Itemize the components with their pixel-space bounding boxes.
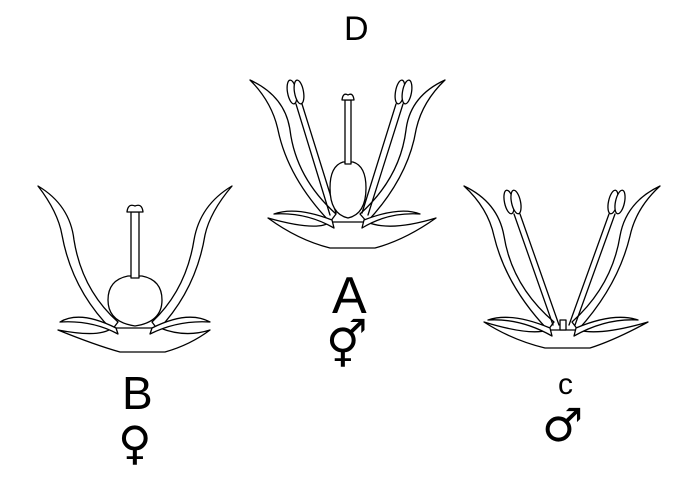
right-stamen-filament-left [513, 213, 560, 326]
left-receptacle [57, 327, 211, 353]
label-right-c: c [558, 368, 573, 401]
left-stigma [126, 204, 144, 213]
symbol-left-female: ♀ [118, 416, 152, 470]
right-stamen-filament-right [568, 213, 616, 326]
label-center-a: A [332, 267, 367, 325]
center-stigma [341, 93, 355, 101]
right-anther-left-b [510, 189, 522, 215]
center-sepal-inner-right [361, 210, 421, 229]
right-anther-right-b [614, 189, 626, 215]
center-anther-right-b [401, 79, 413, 105]
center-ovary [329, 161, 367, 219]
left-style [130, 211, 140, 279]
flower-right-staminate [463, 185, 661, 349]
right-receptacle [483, 321, 649, 349]
symbol-center-hermaphrodite: ⚥ [326, 318, 368, 372]
flower-left-pistillate [37, 185, 233, 353]
left-sepal-outer-left [37, 185, 119, 331]
right-sepal-inner-right [573, 316, 639, 337]
flower-center-perfect [249, 79, 446, 249]
center-stamen-filament-right [361, 103, 404, 216]
left-sepal-inner-right [149, 316, 211, 335]
center-receptacle [267, 217, 437, 249]
right-sepal-inner-left [487, 316, 553, 337]
label-top-d: D [344, 10, 369, 48]
left-sepal-outer-right [151, 185, 233, 331]
right-sepal-outer-left [463, 185, 555, 331]
left-ovary [107, 275, 163, 327]
right-sepal-outer-right [571, 185, 661, 331]
center-style [344, 99, 352, 165]
label-left-b: B [122, 367, 153, 419]
center-sepal-outer-right [359, 79, 446, 223]
center-sepal-outer-left [249, 79, 337, 223]
center-anther-left-b [293, 79, 305, 105]
right-pistillode [559, 319, 567, 331]
left-sepal-inner-left [59, 316, 119, 335]
symbol-right-male: ♂ [542, 398, 584, 452]
center-sepal-inner-left [273, 210, 335, 229]
